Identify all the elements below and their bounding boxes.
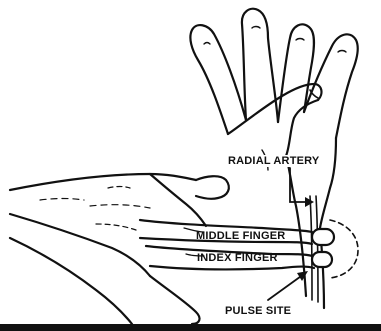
- middle-fingertip: [312, 229, 334, 245]
- bottom-border-bar: [0, 324, 381, 331]
- pulse-site-outline: [330, 220, 358, 278]
- index-fingertip: [312, 252, 332, 267]
- examiner-hand: [10, 174, 314, 324]
- pulse-site-pointer: [268, 274, 304, 300]
- radial-artery-label: RADIAL ARTERY: [227, 155, 320, 167]
- fingertips: [312, 229, 334, 267]
- pulse-site-arrowhead: [297, 271, 308, 281]
- pulse-site-label: PULSE SITE: [224, 305, 292, 317]
- middle-finger-label: MIDDLE FINGER: [195, 230, 286, 242]
- index-finger-label: INDEX FINGER: [196, 252, 279, 264]
